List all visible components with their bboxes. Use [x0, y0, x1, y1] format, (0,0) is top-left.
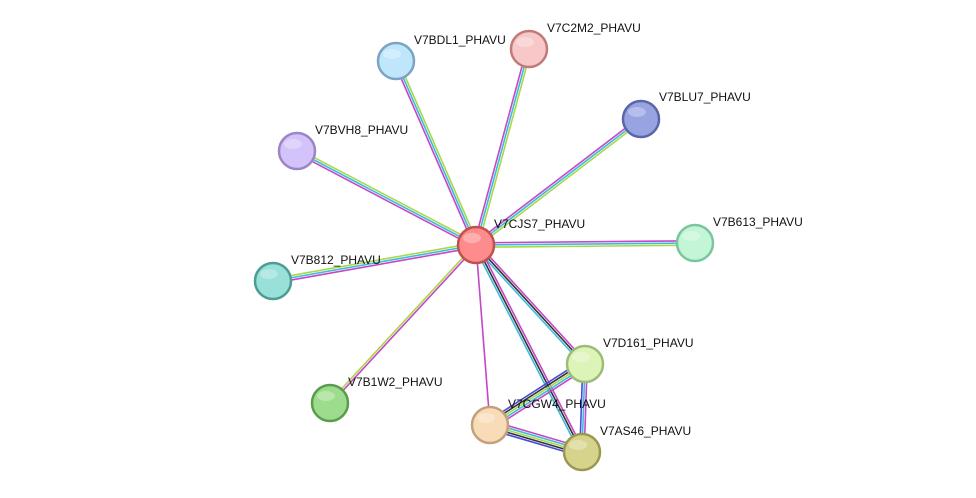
- edge-evidence-line: [475, 240, 695, 244]
- edge-center-d161: [473, 242, 588, 367]
- node-circle[interactable]: [376, 41, 416, 81]
- node-highlight: [477, 413, 495, 423]
- node-highlight: [569, 440, 587, 450]
- node-center[interactable]: [456, 225, 496, 265]
- edge-center-b812: [272, 242, 477, 284]
- node-circle[interactable]: [456, 225, 496, 265]
- node-label-c2m2: V7C2M2_PHAVU: [547, 21, 641, 35]
- edge-evidence-line: [397, 59, 479, 245]
- node-b1w2[interactable]: [310, 383, 350, 423]
- node-circle[interactable]: [470, 405, 510, 445]
- node-label-d161: V7D161_PHAVU: [603, 336, 694, 350]
- edge-evidence-line: [297, 148, 478, 244]
- edge-center-b613: [475, 240, 696, 248]
- node-highlight: [516, 37, 534, 47]
- node-highlight: [463, 233, 481, 243]
- node-label-b613: V7B613_PHAVU: [713, 215, 803, 229]
- node-label-center: V7CJS7_PHAVU: [494, 217, 585, 231]
- edge-evidence-line: [330, 245, 478, 405]
- node-circle[interactable]: [253, 261, 293, 301]
- node-circle[interactable]: [310, 383, 350, 423]
- edge-evidence-line: [476, 244, 696, 248]
- edge-evidence-line: [487, 359, 584, 422]
- labels-layer: V7CJS7_PHAVU V7BDL1_PHAVU V7C2M2_PHAVU V7BL…: [291, 21, 803, 438]
- node-circle[interactable]: [675, 223, 715, 263]
- node-c2m2[interactable]: [509, 29, 549, 69]
- edge-center-bdl1: [393, 59, 479, 247]
- node-cgw4[interactable]: [470, 405, 510, 445]
- node-blu7[interactable]: [621, 99, 661, 139]
- node-bvh8[interactable]: [277, 131, 317, 171]
- node-label-cgw4: V7CGW4_PHAVU: [508, 397, 606, 411]
- edge-evidence-line: [393, 61, 475, 247]
- node-highlight: [260, 269, 278, 279]
- edge-evidence-line: [473, 48, 528, 245]
- edge-evidence-line: [295, 152, 476, 248]
- node-circle[interactable]: [277, 131, 317, 171]
- node-circle[interactable]: [621, 99, 661, 139]
- edge-evidence-line: [475, 48, 530, 246]
- node-highlight: [682, 231, 700, 241]
- edge-evidence-line: [477, 242, 588, 364]
- edge-evidence-line: [475, 244, 491, 426]
- node-label-blu7: V7BLU7_PHAVU: [659, 90, 751, 104]
- edge-evidence-line: [477, 49, 532, 246]
- edge-evidence-line: [491, 367, 588, 430]
- edge-evidence-line: [477, 243, 585, 452]
- node-label-b1w2: V7B1W2_PHAVU: [348, 375, 442, 389]
- edge-evidence-line: [475, 244, 583, 453]
- edge-evidence-line: [473, 245, 584, 367]
- node-b613[interactable]: [675, 223, 715, 263]
- edge-evidence-line: [473, 245, 581, 454]
- nodes-layer: [253, 29, 715, 472]
- node-label-bvh8: V7BVH8_PHAVU: [315, 123, 408, 137]
- edge-evidence-line: [475, 242, 696, 246]
- edge-evidence-line: [474, 116, 641, 244]
- node-circle[interactable]: [562, 432, 602, 472]
- node-highlight: [628, 107, 646, 117]
- edge-evidence-line: [476, 120, 643, 248]
- edge-evidence-line: [395, 60, 477, 246]
- node-circle[interactable]: [565, 344, 605, 384]
- edge-evidence-line: [272, 242, 476, 280]
- node-d161[interactable]: [565, 344, 605, 384]
- node-bdl1[interactable]: [376, 41, 416, 81]
- edge-evidence-line: [475, 118, 642, 246]
- edge-evidence-line: [273, 246, 477, 284]
- edge-center-cgw4: [475, 244, 491, 426]
- edge-center-as46: [473, 243, 585, 454]
- node-label-as46: V7AS46_PHAVU: [600, 424, 691, 438]
- edge-center-blu7: [474, 116, 643, 248]
- edge-evidence-line: [272, 244, 477, 282]
- edge-evidence-line: [296, 150, 477, 246]
- node-label-bdl1: V7BDL1_PHAVU: [414, 33, 506, 47]
- node-circle[interactable]: [509, 29, 549, 69]
- node-highlight: [284, 139, 302, 149]
- node-highlight: [572, 352, 590, 362]
- edge-center-c2m2: [473, 48, 532, 246]
- edge-center-bvh8: [295, 148, 478, 248]
- edge-evidence-line: [328, 243, 476, 403]
- edge-center-b1w2: [328, 243, 478, 405]
- node-label-b812: V7B812_PHAVU: [291, 253, 381, 267]
- node-highlight: [383, 49, 401, 59]
- node-as46[interactable]: [562, 432, 602, 472]
- node-b812[interactable]: [253, 261, 293, 301]
- node-highlight: [317, 391, 335, 401]
- edge-evidence-line: [475, 244, 586, 365]
